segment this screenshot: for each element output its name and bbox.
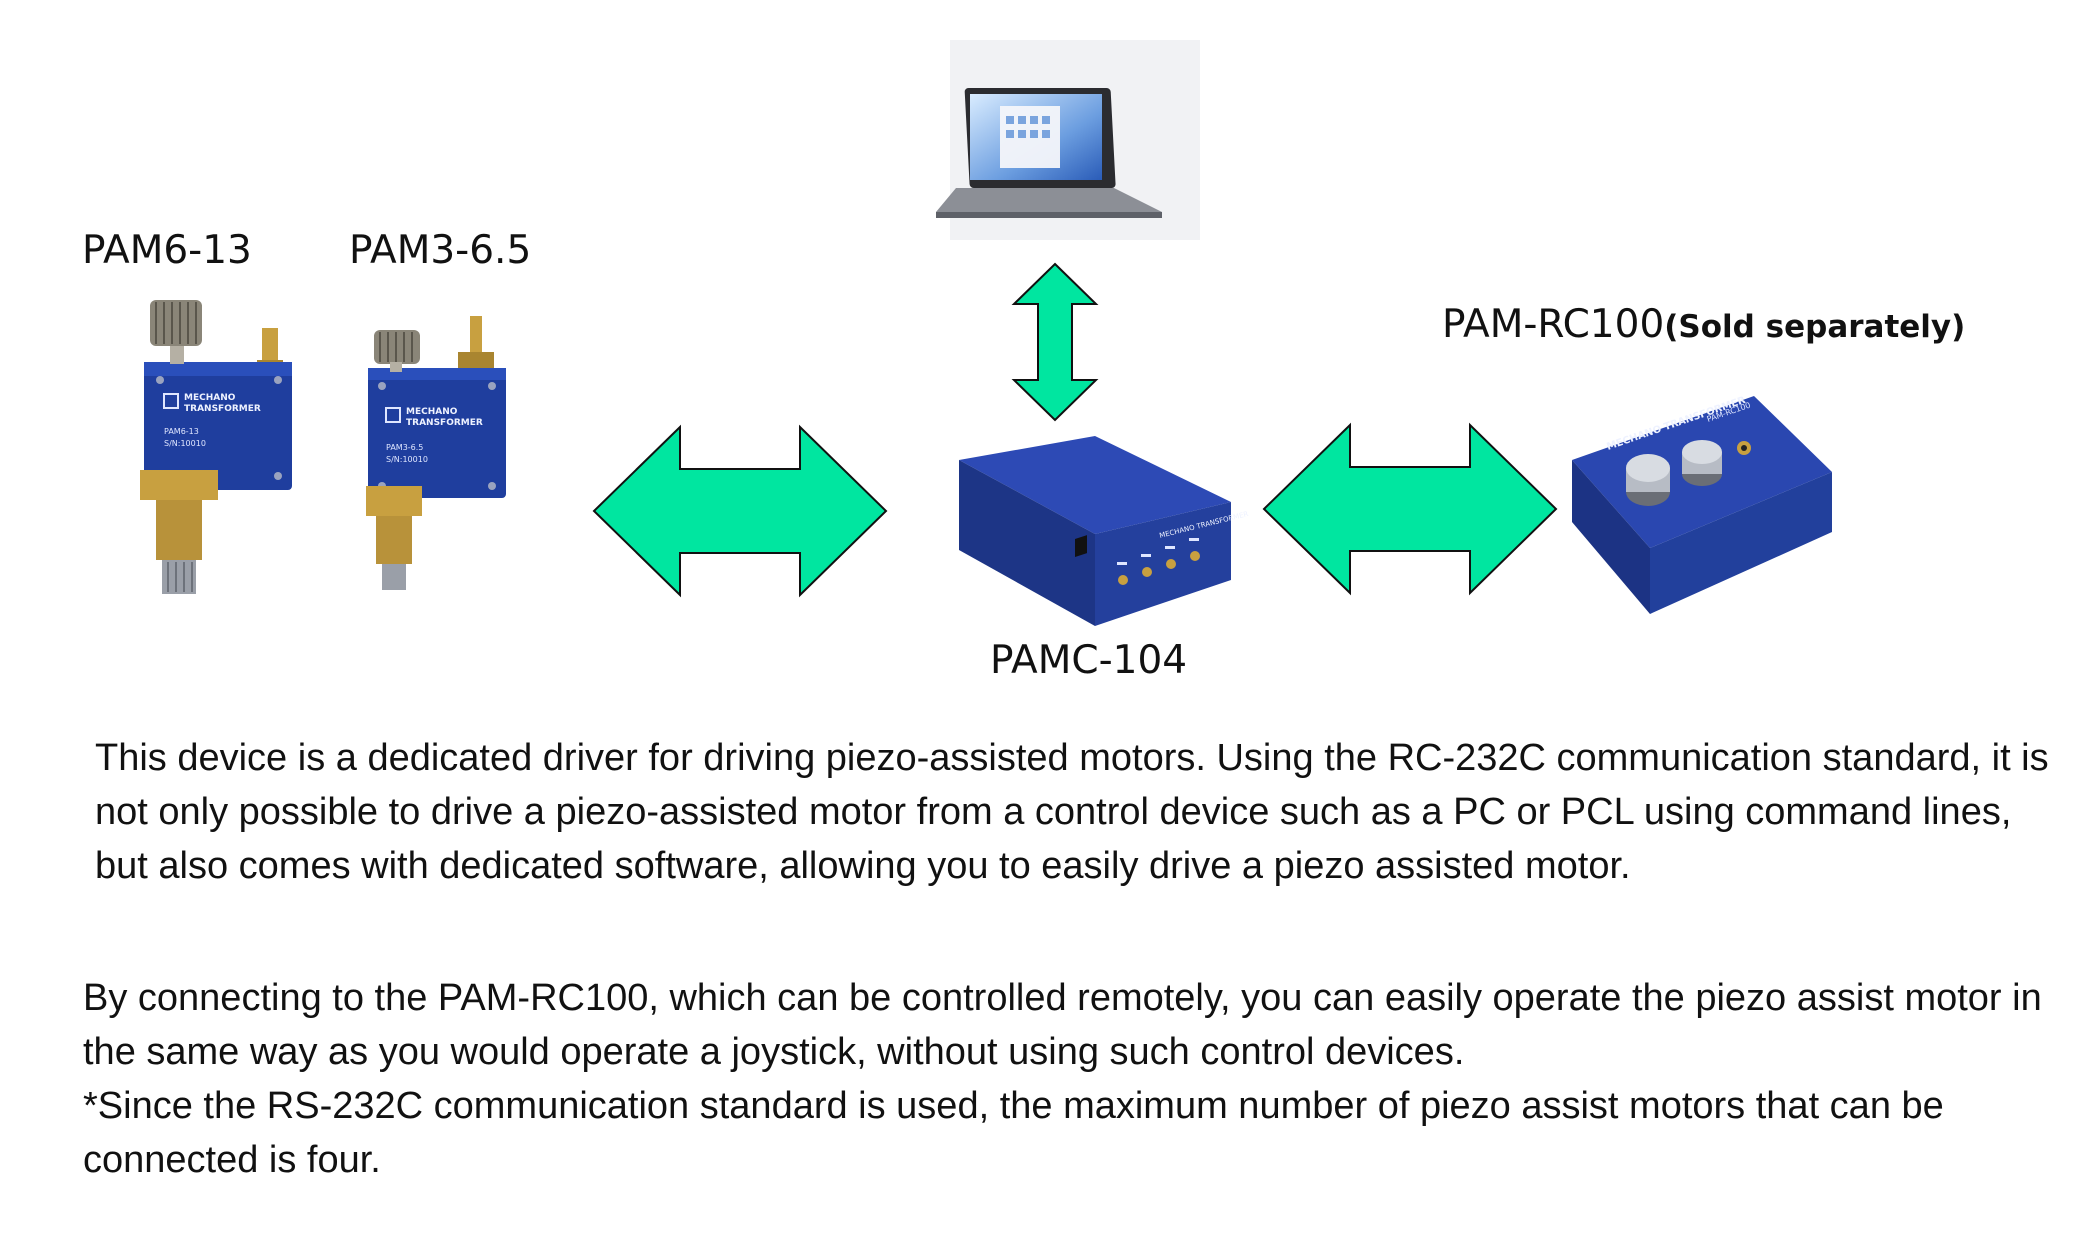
pam6-serial-text: S/N:10010 [164,439,206,448]
pam3-6-5-label: PAM3-6.5 [349,228,532,273]
pam-rc100-remote-icon: MECHANO TRANSFORMER PAM-RC100 [1572,395,1832,614]
description-paragraph-1: This device is a dedicated driver for dr… [95,737,2049,887]
sold-separately-note: (Sold separately) [1664,309,1966,345]
pam3-brand-line2: TRANSFORMER [406,418,483,428]
laptop-icon [936,40,1200,240]
pam6-13-label: PAM6-13 [82,228,252,273]
pam-rc100-name: PAM-RC100 [1442,302,1665,347]
pam3-6-5-motor-icon: MECHANO TRANSFORMER PAM3-6.5 S/N:10010 [366,316,506,590]
pam3-brand-line1: MECHANO [406,407,458,417]
right-double-arrow-icon [1262,422,1558,596]
description-paragraph-2: By connecting to the PAM-RC100, which ca… [83,977,2042,1073]
pam6-brand-line2: TRANSFORMER [184,404,261,414]
pam6-model-text: PAM6-13 [164,427,199,436]
pamc-104-label: PAMC-104 [990,638,1188,683]
vertical-double-arrow-icon [1011,262,1099,422]
pam6-brand-line1: MECHANO [184,393,236,403]
pam3-model-text: PAM3-6.5 [386,443,423,452]
pam-rc100-label: PAM-RC100(Sold separately) [1442,302,1965,347]
note-paragraph-rs232c: *Since the RS-232C communication standar… [83,1085,1944,1181]
left-double-arrow-icon [592,424,888,598]
pam6-13-motor-icon: MECHANO TRANSFORMER PAM6-13 S/N:10010 [140,300,292,594]
pamc-104-box-icon: MECHANO TRANSFORMER [959,436,1249,626]
pam3-serial-text: S/N:10010 [386,455,428,464]
